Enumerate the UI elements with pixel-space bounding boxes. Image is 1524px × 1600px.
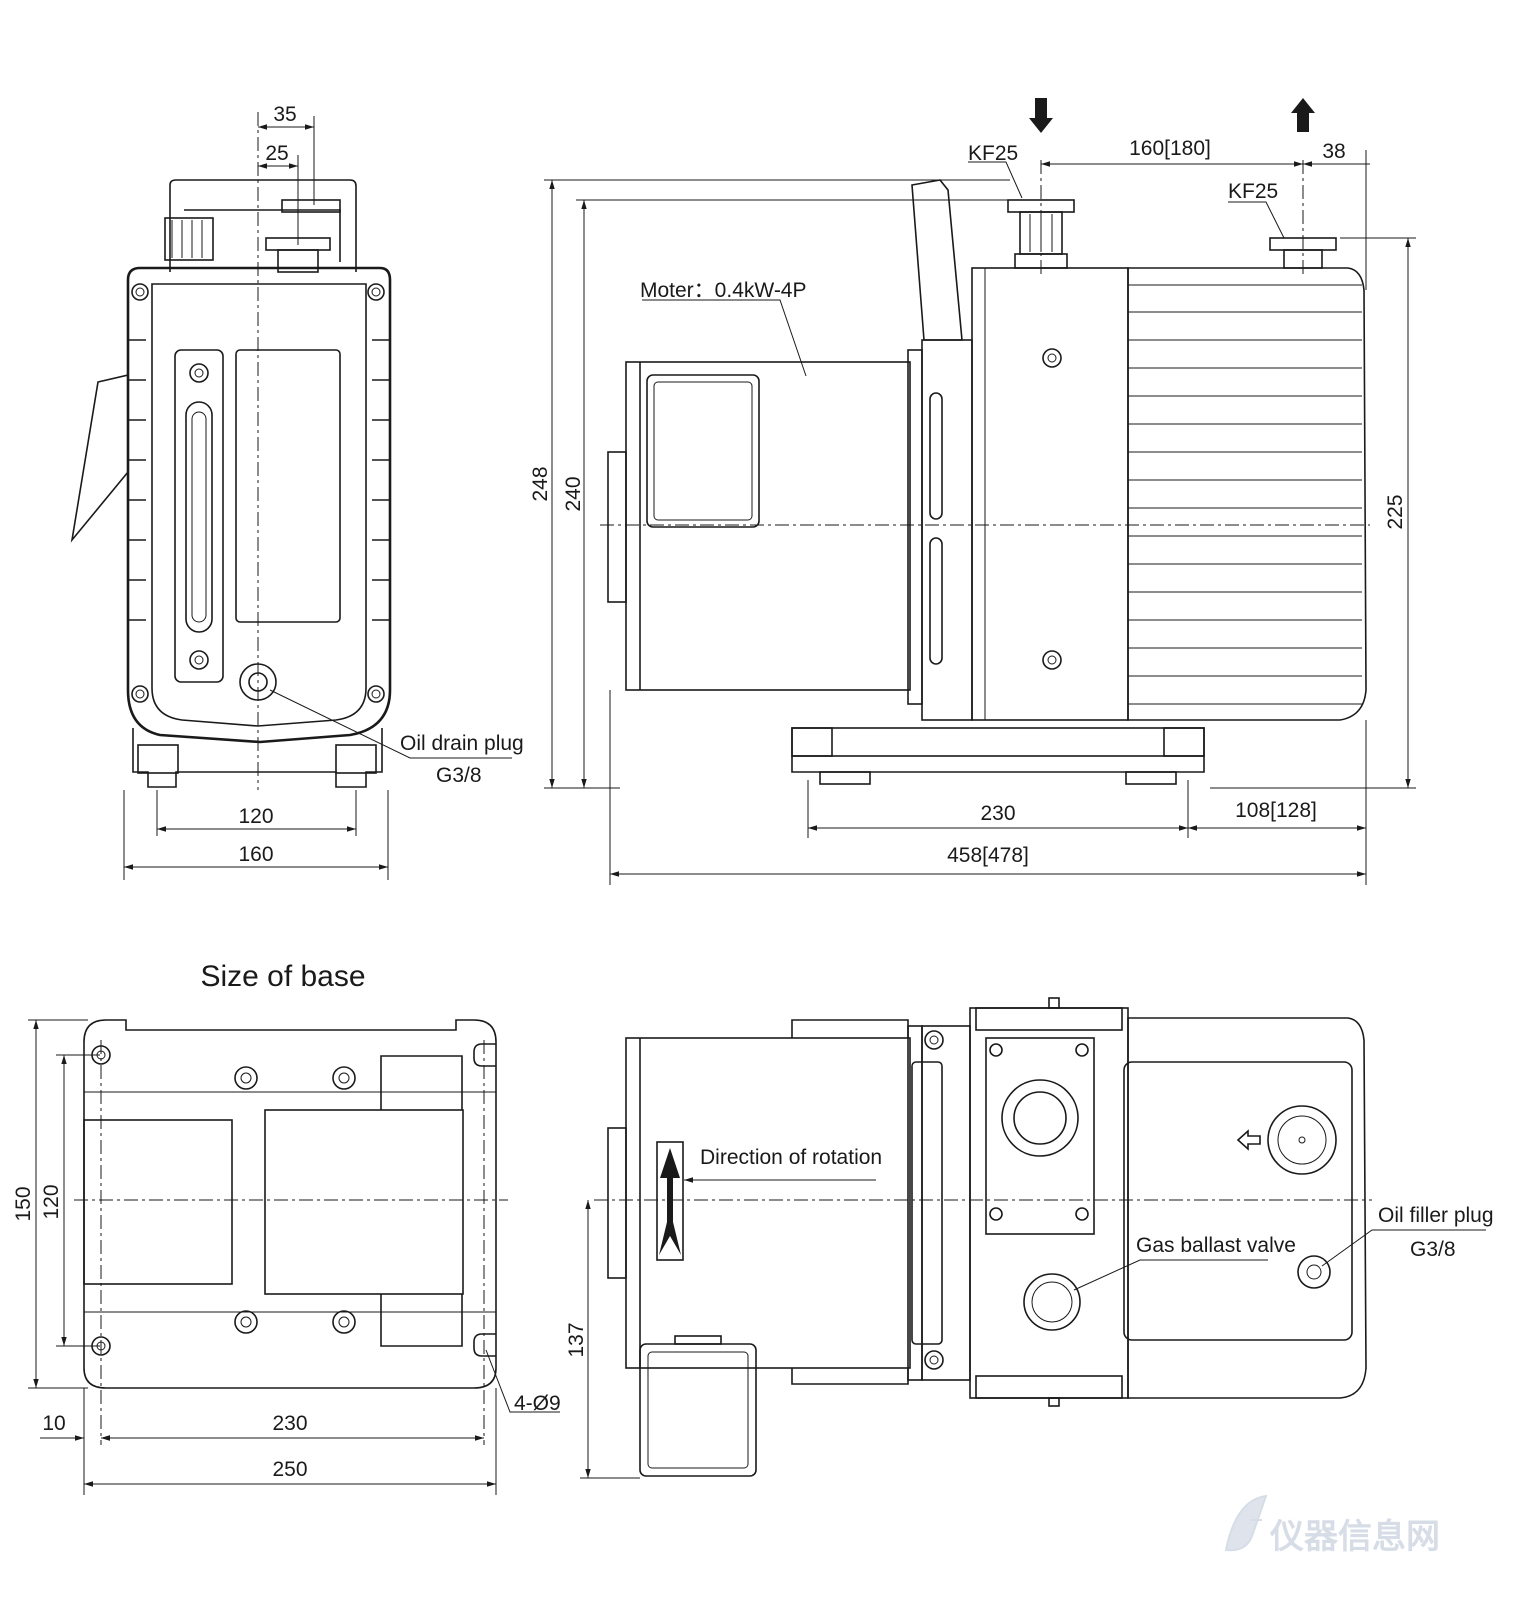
front-dim-35: 35	[273, 103, 296, 126]
base-dim-10: 10	[42, 1412, 65, 1435]
front-view: 35 25 120 160 Oil drain plug G3/8	[70, 103, 524, 880]
base-dim-230: 230	[272, 1412, 307, 1435]
top-view: Direction of rotation	[565, 997, 1494, 1479]
dim-108-128: 108[128]	[1235, 799, 1317, 822]
dim-458-478: 458[478]	[947, 844, 1029, 867]
base-dim-250: 250	[272, 1458, 307, 1481]
motor-label: Moter：0.4kW-4P	[640, 279, 807, 302]
top-dim-137: 137	[565, 1322, 588, 1357]
dim-248: 248	[529, 466, 552, 501]
base-title: Size of base	[200, 960, 365, 993]
oil-filler-thread-label: G3/8	[1410, 1238, 1456, 1261]
direction-of-rotation-label: Direction of rotation	[700, 1146, 882, 1169]
exhaust-arrow-icon	[1236, 1129, 1261, 1151]
dim-240: 240	[562, 476, 585, 511]
rotation-arrow-icon	[659, 1148, 681, 1255]
watermark-text: 仪器信息网	[1269, 1517, 1440, 1556]
front-dim-120: 120	[238, 805, 273, 828]
gas-ballast-valve-label: Gas ballast valve	[1136, 1234, 1296, 1257]
front-dim-25: 25	[265, 142, 288, 165]
side-view: 160[180] 38 KF25 KF25 Moter：0.4kW-4P 248…	[529, 98, 1416, 885]
base-dim-150: 150	[12, 1186, 35, 1221]
oil-drain-plug-label: Oil drain plug	[400, 732, 524, 755]
watermark: 仪器信息网	[1224, 1494, 1440, 1556]
dim-225: 225	[1384, 494, 1407, 529]
base-holes-label: 4-Ø9	[514, 1392, 561, 1415]
dim-38: 38	[1322, 140, 1345, 163]
base-view: Size of base 150 120	[12, 960, 561, 1495]
oil-drain-thread-label: G3/8	[436, 764, 482, 787]
front-dim-160: 160	[238, 843, 273, 866]
arrow-up-icon	[1291, 98, 1315, 132]
base-dim-120: 120	[40, 1184, 63, 1219]
kf25-inlet-label: KF25	[968, 142, 1018, 165]
instrument-logo-icon	[1224, 1494, 1268, 1552]
dim-160-180: 160[180]	[1129, 137, 1211, 160]
oil-filler-plug-label: Oil filler plug	[1378, 1204, 1494, 1227]
arrow-down-icon	[1029, 98, 1053, 133]
kf25-outlet-label: KF25	[1228, 180, 1278, 203]
dim-230-side: 230	[980, 802, 1015, 825]
